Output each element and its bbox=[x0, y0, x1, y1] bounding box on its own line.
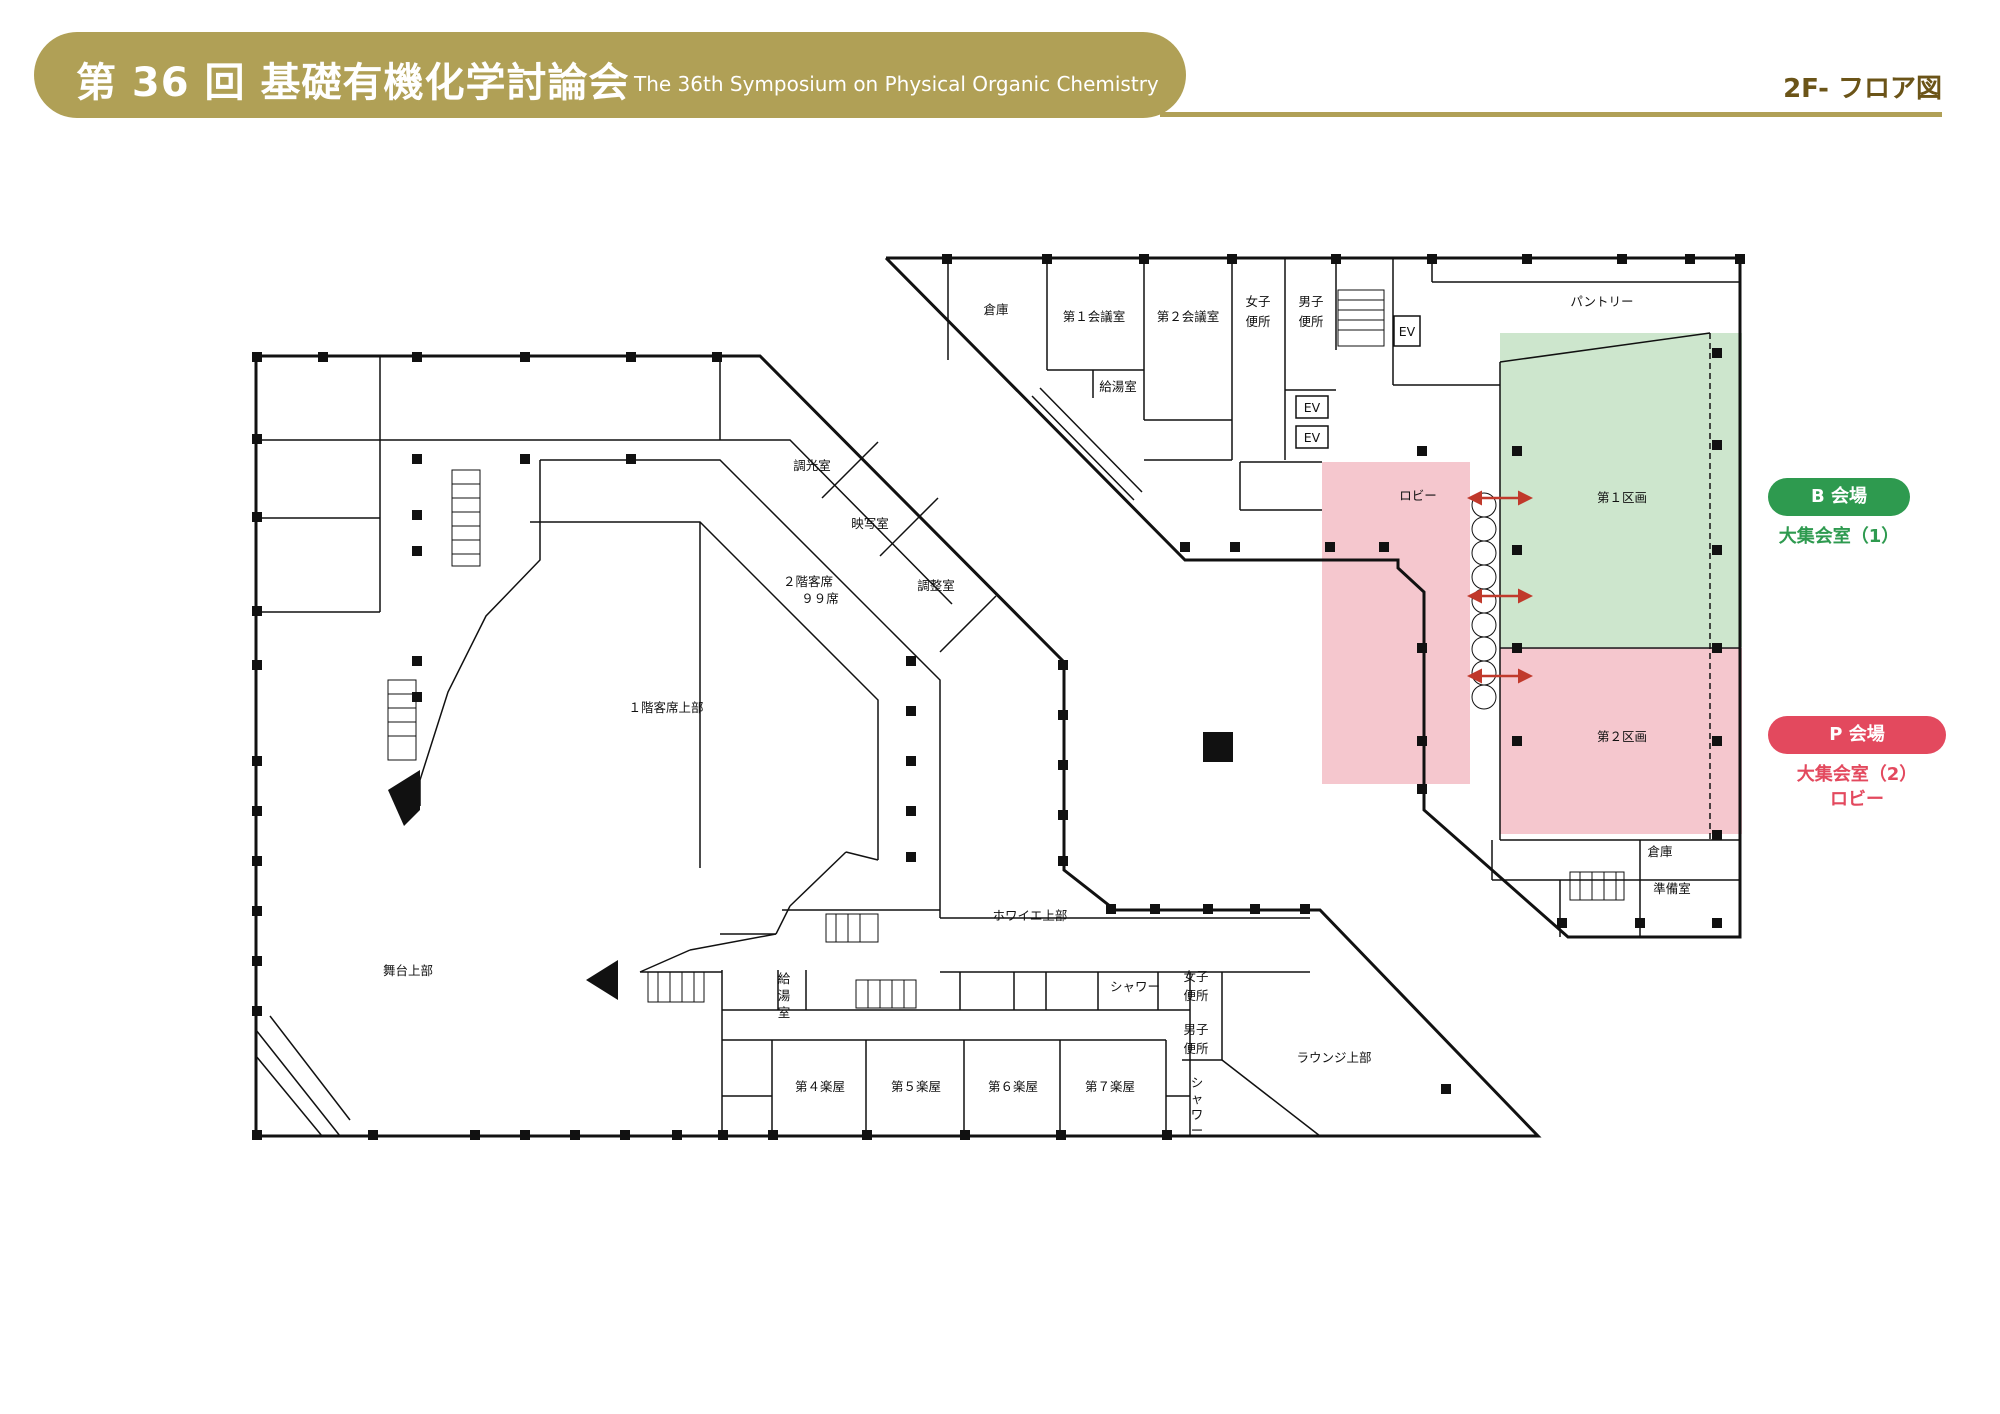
room-label-shower-vertical-1: シ bbox=[1191, 1075, 1204, 1090]
room-label-men-wc-top-2: 便所 bbox=[1298, 314, 1323, 329]
room-label-men-wc-top: 男子 bbox=[1298, 294, 1323, 309]
room-label-meeting-2: 第２会議室 bbox=[1157, 309, 1220, 324]
header-band bbox=[34, 32, 1186, 118]
header-title: 第 36 回 基礎有機化学討論会 bbox=[76, 60, 630, 106]
venue-p-name: 大集会室（2） ロビー bbox=[1768, 762, 1946, 812]
room-label-ev-1: EV bbox=[1399, 324, 1416, 339]
venue-p-name-line1: 大集会室（2） bbox=[1796, 764, 1918, 785]
room-label-men-wc-bottom-2: 便所 bbox=[1183, 1041, 1208, 1056]
access-arrows bbox=[1467, 490, 1533, 684]
header-subtitle: The 36th Symposium on Physical Organic C… bbox=[634, 72, 1159, 96]
room-label-prep-room: 準備室 bbox=[1653, 881, 1691, 896]
room-label-hall-2: 第２区画 bbox=[1597, 729, 1647, 744]
room-label-1f-seats-upper: １階客席上部 bbox=[628, 700, 703, 715]
page-label: 2F- フロア図 bbox=[1783, 74, 1942, 104]
plan-columns bbox=[252, 254, 1745, 1140]
room-label-shower: シャワー bbox=[1110, 979, 1160, 994]
room-label-pantry: パントリー bbox=[1570, 294, 1633, 309]
room-label-2f-seats: ２階客席 bbox=[783, 574, 833, 589]
room-label-control-room: 調整室 bbox=[917, 578, 955, 593]
header-rule bbox=[1160, 112, 1942, 117]
room-label-kitchenette-top: 給湯室 bbox=[1099, 379, 1137, 394]
room-label-women-wc-top: 女子 bbox=[1245, 294, 1270, 309]
room-label-shower-vertical-4: ー bbox=[1191, 1123, 1204, 1138]
lobby-zone bbox=[1322, 462, 1470, 784]
hall-2-zone bbox=[1500, 648, 1742, 834]
room-label-lounge-upper: ラウンジ上部 bbox=[1296, 1050, 1371, 1065]
room-label-ev-3: EV bbox=[1304, 430, 1321, 445]
room-label-kitchenette-bottom-3: 室 bbox=[778, 1005, 791, 1020]
room-label-storage-top: 倉庫 bbox=[983, 302, 1008, 317]
room-label-shower-vertical-3: ワ bbox=[1191, 1107, 1204, 1122]
room-label-meeting-1: 第１会議室 bbox=[1063, 309, 1126, 324]
venue-b-badge: B 会場 bbox=[1768, 478, 1910, 516]
room-label-women-wc-bottom-2: 便所 bbox=[1183, 988, 1208, 1003]
room-label-kitchenette-bottom-2: 湯 bbox=[778, 988, 791, 1003]
room-label-ev-2: EV bbox=[1304, 400, 1321, 415]
room-label-lighting-room: 調光室 bbox=[793, 458, 831, 473]
room-label-women-wc-top-2: 便所 bbox=[1245, 314, 1270, 329]
room-label-foyer-upper: ホワイエ上部 bbox=[993, 908, 1068, 923]
room-label-kitchenette-bottom-1: 給 bbox=[778, 971, 791, 986]
room-label-stage-upper: 舞台上部 bbox=[383, 963, 433, 978]
room-label-lobby: ロビー bbox=[1399, 488, 1437, 503]
venue-p-badge: P 会場 bbox=[1768, 716, 1946, 754]
room-label-dressing-room-6: 第６楽屋 bbox=[988, 1079, 1038, 1094]
hall-1-zone bbox=[1500, 333, 1742, 647]
room-label-shower-vertical-2: ャ bbox=[1191, 1091, 1204, 1106]
room-label-dressing-room-5: 第５楽屋 bbox=[891, 1079, 941, 1094]
room-label-dressing-room-4: 第４楽屋 bbox=[795, 1079, 845, 1094]
venue-b-name: 大集会室（1） bbox=[1778, 526, 1900, 547]
room-label-hall-1: 第１区画 bbox=[1597, 490, 1647, 505]
room-label-2f-seats-count: ９９席 bbox=[801, 591, 839, 606]
room-label-dressing-room-7: 第７楽屋 bbox=[1085, 1079, 1135, 1094]
room-label-men-wc-bottom: 男子 bbox=[1183, 1022, 1208, 1037]
room-label-projection-room: 映写室 bbox=[851, 516, 889, 531]
venue-p-name-line2: ロビー bbox=[1830, 789, 1884, 810]
room-label-storage-bottom: 倉庫 bbox=[1647, 844, 1672, 859]
room-label-women-wc-bottom: 女子 bbox=[1183, 969, 1208, 984]
